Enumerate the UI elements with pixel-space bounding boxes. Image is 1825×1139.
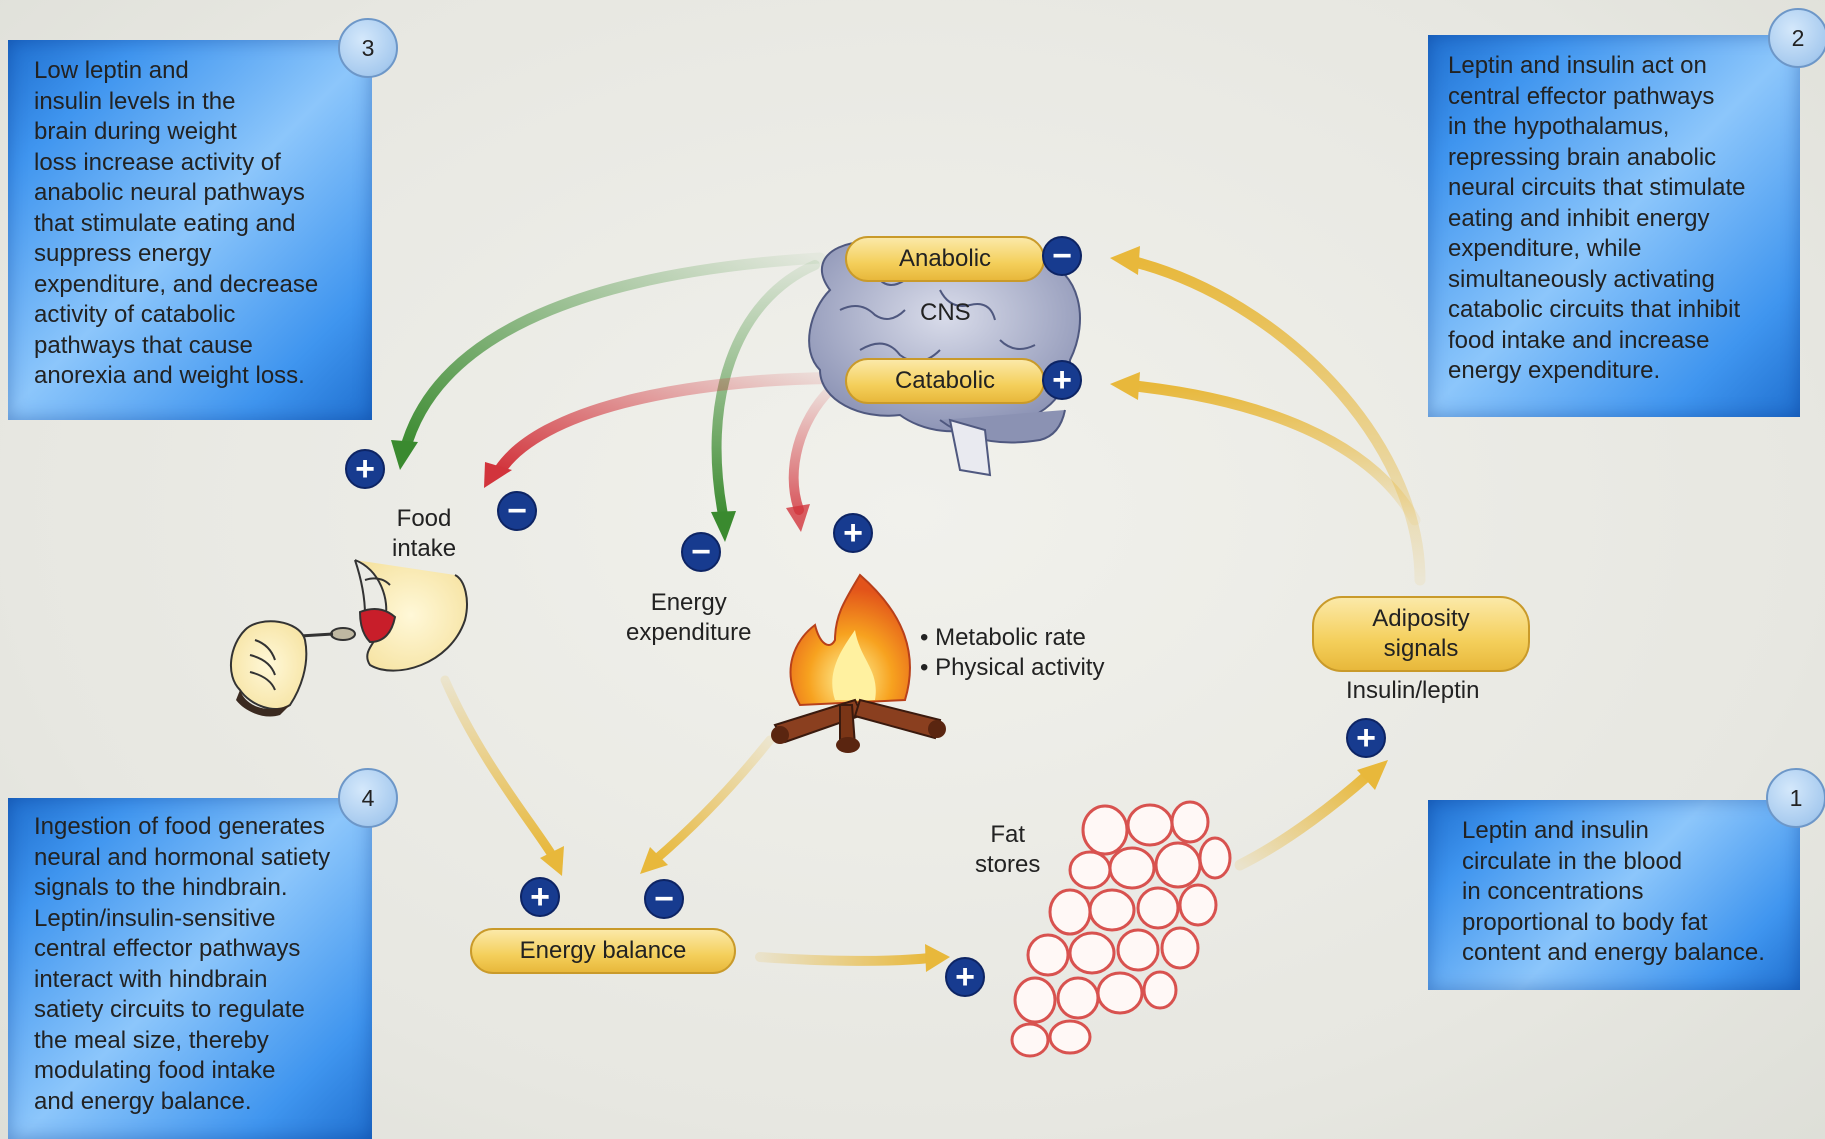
adiposity-signals-pill: Adiposity signals [1312,596,1530,672]
energy-expenditure-label: Energy expenditure [626,589,752,646]
box1-number-badge: 1 [1766,768,1825,828]
physical-activity-label: • Physical activity [920,654,1105,681]
food-intake-illustration [229,559,468,717]
campfire-illustration [771,573,946,753]
food-intake-minus-sign: − [497,491,537,531]
expenditure-to-energy-balance-arrow [640,735,775,874]
adiposity-plus-sign: + [1346,718,1386,758]
box4-text: Ingestion of food generates neural and h… [34,813,331,1115]
anabolic-minus-sign: − [1042,236,1082,276]
anabolic-pill: Anabolic [845,236,1045,282]
box3-number-badge: 3 [338,18,398,78]
energy-expenditure-minus-sign: − [681,532,721,572]
food-intake-to-energy-balance-arrow [440,675,564,876]
anabolic-to-food-intake-arrow [391,252,826,470]
adiposity-to-catabolic-arrow [1110,372,1421,526]
catabolic-pill: Catabolic [845,358,1045,404]
energy-balance-plus-sign: + [520,877,560,917]
metabolic-rate-plus-sign: + [833,513,873,553]
fat-stores-plus-sign: + [945,957,985,997]
metabolic-rate-label: • Metabolic rate [920,624,1086,651]
fat-stores-to-adiposity-arrow [1234,760,1388,871]
catabolic-plus-sign: + [1042,360,1082,400]
insulin-leptin-label: Insulin/leptin [1346,677,1480,704]
fat-stores-label: Fat stores [975,821,1041,878]
info-box-1: Leptin and insulin circulate in the bloo… [1428,800,1800,990]
energy-balance-minus-sign: − [644,879,684,919]
energy-balance-pill: Energy balance [470,928,736,974]
food-intake-label: Food intake [392,505,457,562]
box3-text: Low leptin and insulin levels in the bra… [34,57,319,389]
cns-label: CNS [920,299,971,326]
food-intake-plus-sign: + [345,449,385,489]
box1-text: Leptin and insulin circulate in the bloo… [1462,817,1765,966]
catabolic-to-metabolic-rate-arrow [786,385,835,532]
box2-number-badge: 2 [1768,8,1825,68]
info-box-2: Leptin and insulin act on central effect… [1428,35,1800,417]
box4-number-badge: 4 [338,768,398,828]
box2-text: Leptin and insulin act on central effect… [1448,52,1746,384]
fat-cells-illustration [1010,800,1232,1058]
info-box-3: Low leptin and insulin levels in the bra… [8,40,372,420]
anabolic-to-energy-expenditure-arrow [711,260,820,542]
info-box-4: Ingestion of food generates neural and h… [8,798,372,1139]
catabolic-to-food-intake-arrow [484,372,836,488]
energy-balance-to-fat-stores-arrow [755,944,950,972]
